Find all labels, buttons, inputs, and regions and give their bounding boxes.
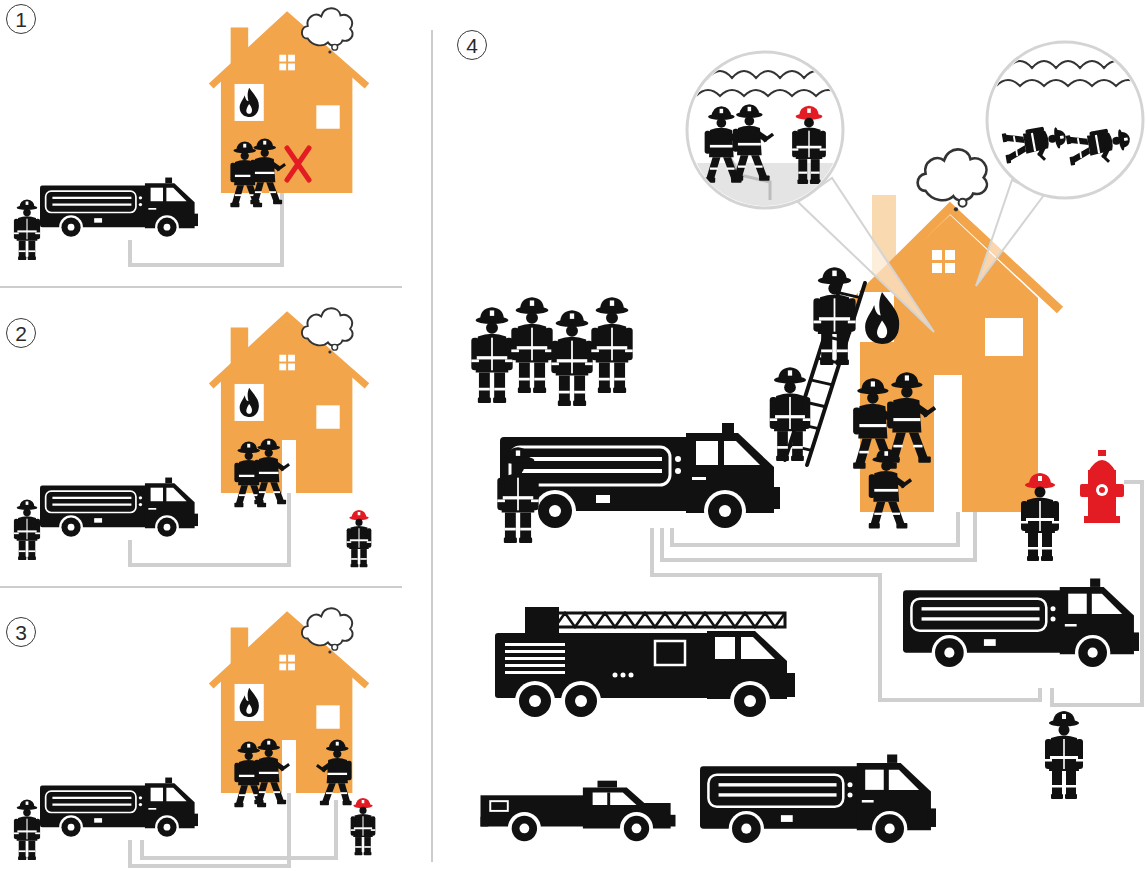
illustration-part	[865, 292, 899, 344]
step-number-text: 1	[15, 9, 27, 30]
illustration-part	[1080, 484, 1124, 497]
panel-four-scene	[471, 42, 1148, 846]
no-entry-cross	[287, 148, 309, 180]
search-crawl-callout	[984, 42, 1148, 198]
illustration-part	[1066, 125, 1133, 168]
incident-commander	[347, 510, 372, 567]
illustration-part	[687, 52, 843, 208]
incident-commander	[351, 798, 376, 855]
smoke-cloud	[918, 149, 987, 211]
illustration-part	[996, 80, 1140, 86]
fire-engine	[500, 423, 780, 532]
ladder-truck	[495, 607, 795, 721]
illustration-part	[1098, 450, 1106, 456]
smoke-cloud	[302, 8, 353, 53]
fire-hydrant	[1080, 450, 1124, 523]
standby-firefighter	[591, 297, 632, 393]
step-number: 3	[6, 617, 36, 647]
illustration-part	[985, 318, 1023, 356]
fire-engine	[903, 578, 1139, 670]
panel-dividers	[0, 30, 432, 862]
step-number: 2	[6, 318, 36, 348]
command-vehicle	[481, 781, 676, 845]
hose-firefighter	[254, 439, 289, 505]
fire-engine	[700, 754, 936, 846]
hose-firefighter	[250, 139, 285, 205]
illustration-part	[934, 375, 962, 512]
illustration-part	[932, 263, 942, 273]
divider-line	[432, 30, 433, 862]
step-number-text: 2	[15, 323, 27, 344]
step-number: 4	[457, 30, 487, 60]
smoke-cloud	[302, 608, 353, 653]
illustration-part	[696, 90, 840, 96]
firefighter	[14, 499, 40, 560]
pump-operator	[1045, 711, 1083, 799]
fire-engine	[40, 178, 198, 240]
illustration-part	[287, 148, 309, 180]
illustration-part	[945, 250, 955, 260]
illustration-part	[932, 250, 942, 260]
illustration-part	[984, 61, 1148, 168]
interior-attack-callout	[684, 52, 852, 213]
ladder-firefighter	[813, 267, 855, 365]
ladder-firefighter	[770, 367, 811, 461]
illustration-part	[792, 106, 826, 184]
illustration-part	[987, 42, 1143, 198]
smoke-cloud	[302, 308, 353, 353]
hose-firefighter	[254, 739, 289, 805]
illustration-part	[733, 104, 773, 181]
standby-firefighter	[511, 297, 552, 393]
hose-firefighter	[317, 740, 352, 806]
incident-commander	[1021, 473, 1059, 561]
step-number-text: 3	[15, 622, 27, 643]
step-number: 1	[6, 4, 36, 34]
illustration-part	[1002, 123, 1069, 166]
illustration-part	[1099, 487, 1105, 493]
illustration-part	[1084, 516, 1120, 523]
divider-line	[0, 587, 402, 588]
panel-one-scene	[14, 8, 367, 265]
hose-firefighter	[887, 372, 935, 462]
hose-firefighter	[869, 448, 911, 528]
panel-three-scene	[14, 608, 375, 866]
divider-line	[0, 287, 402, 288]
illustration-part	[987, 42, 1143, 198]
panel-two-scene	[14, 308, 371, 567]
illustration-part	[945, 263, 955, 273]
firefighter	[14, 199, 40, 260]
illustration-part	[1096, 484, 1108, 496]
step-number-text: 4	[466, 35, 478, 56]
standby-firefighter	[471, 307, 512, 403]
illustration-part	[684, 71, 852, 213]
illustration-part	[287, 148, 309, 180]
illustration-part	[976, 180, 1044, 286]
fire-engine	[40, 478, 198, 540]
firefighter	[14, 799, 40, 860]
pump-operator	[497, 447, 538, 543]
fire-engine	[40, 778, 198, 840]
standby-firefighter	[551, 310, 592, 406]
